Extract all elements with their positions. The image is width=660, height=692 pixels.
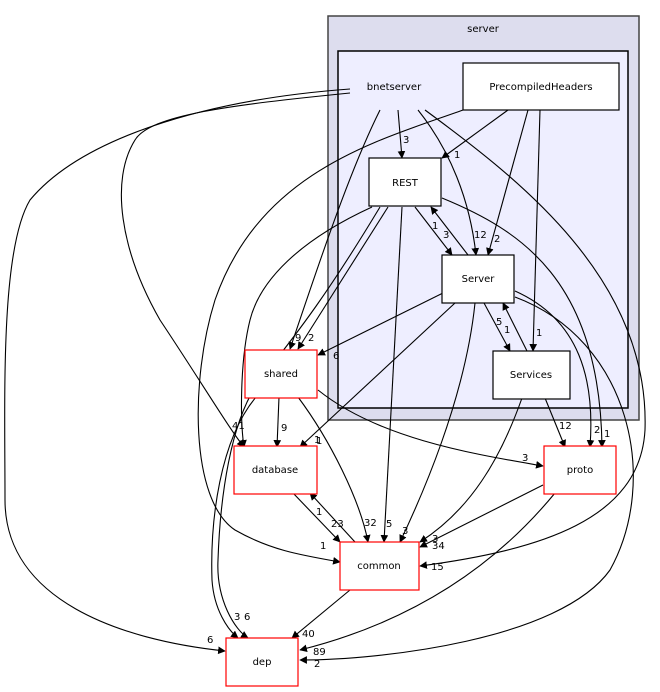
edge-bnetserver-common <box>419 109 646 569</box>
edge-server-shared <box>317 292 444 356</box>
edge-server-dep <box>299 296 634 664</box>
edge-rest-shared <box>297 206 389 350</box>
cluster-server-label: server <box>467 24 500 35</box>
edge-server-services <box>483 302 511 352</box>
edge-common-dep <box>291 589 351 639</box>
edge-bnetserver-shared <box>288 109 381 350</box>
edge-label: 12 <box>559 421 572 432</box>
edge-label: 3 <box>522 453 528 464</box>
edge-services-common <box>419 397 523 543</box>
edge-server-proto <box>514 290 595 448</box>
edge-label: 6 <box>333 351 339 362</box>
edge-services-server <box>502 302 528 352</box>
node-label: REST <box>392 178 419 189</box>
edge-label: 6 <box>207 635 213 646</box>
edge-proto-dep <box>299 492 556 653</box>
node-rest[interactable]: REST <box>368 157 442 207</box>
edge-labels: 3 12 9 41 15 6 1 2 1 1 3 1 2 1 5 1 6 1 5… <box>207 135 610 670</box>
edge-label: 2 <box>594 425 600 436</box>
node-label: dep <box>253 657 272 668</box>
edge-rest-dep <box>217 206 381 639</box>
node-label: common <box>357 561 401 572</box>
node-services[interactable]: Services <box>492 350 571 400</box>
node-server[interactable]: Server <box>441 254 515 304</box>
edge-label: 41 <box>232 421 245 432</box>
node-label: Server <box>462 274 496 285</box>
node-label: PrecompiledHeaders <box>489 82 592 93</box>
edge-label: 1 <box>536 328 542 339</box>
edge-services-proto <box>544 397 566 448</box>
edge-label: 1 <box>504 325 510 336</box>
edge-label: 15 <box>431 562 444 573</box>
edge-rest-proto <box>441 197 606 448</box>
edge-server-common <box>399 302 476 543</box>
edge-label: 3 <box>443 230 449 241</box>
node-precompiledheaders[interactable]: PrecompiledHeaders <box>462 62 620 111</box>
edge-shared-common <box>297 396 371 543</box>
edges <box>4 88 646 664</box>
edge-server-rest <box>430 206 469 256</box>
edge-rest-server <box>414 206 453 256</box>
node-common[interactable]: common <box>339 541 420 591</box>
edge-label: 1 <box>316 507 322 518</box>
edge-label: 89 <box>313 647 326 658</box>
node-shared[interactable]: shared <box>244 349 318 399</box>
node-label: Services <box>510 370 552 381</box>
edge-shared-proto <box>317 389 544 469</box>
edge-bnetserver-server <box>417 109 480 256</box>
edge-label: 2 <box>494 234 500 245</box>
edge-precompiled-services <box>529 109 541 352</box>
edge-label: 2 <box>308 333 314 344</box>
edge-label: 12 <box>474 230 487 241</box>
edge-label: 1 <box>316 436 322 447</box>
edge-database-common <box>292 492 341 543</box>
edge-label: 3 <box>403 135 409 146</box>
node-database[interactable]: database <box>233 445 318 495</box>
edge-label: 1 <box>432 221 438 232</box>
edge-label: 34 <box>432 541 445 552</box>
node-proto[interactable]: proto <box>543 445 617 495</box>
edge-bnetserver-database <box>120 92 351 448</box>
edge-proto-common <box>419 484 544 548</box>
edge-precompiled-common <box>197 109 464 565</box>
edge-bnetserver-dep <box>4 88 351 655</box>
cluster-bnetserver-label: bnetserver <box>367 82 422 93</box>
edge-label: 1 <box>454 150 460 161</box>
edge-shared-dep <box>211 396 257 639</box>
edge-label: 32 <box>364 518 377 529</box>
edge-precompiled-rest <box>441 109 509 159</box>
edge-common-database <box>309 492 356 543</box>
edge-bnetserver-rest <box>397 109 406 159</box>
edge-label: 1 <box>320 541 326 552</box>
edge-label: 1 <box>314 435 320 446</box>
edge-label: 3 <box>402 526 408 537</box>
edge-label: 1 <box>604 429 610 440</box>
node-label: proto <box>567 465 593 476</box>
edge-label: 5 <box>496 317 502 328</box>
edge-label: 3 <box>234 612 240 623</box>
edge-label: 23 <box>331 519 344 530</box>
edge-label: 9 <box>281 423 287 434</box>
node-label: database <box>252 465 298 476</box>
edge-label: 6 <box>244 612 250 623</box>
edge-rest-database <box>239 206 373 448</box>
node-dep[interactable]: dep <box>225 637 299 687</box>
edge-server-database <box>299 302 456 448</box>
edge-label: 40 <box>302 629 315 640</box>
edge-label: 5 <box>386 519 392 530</box>
edge-shared-database <box>273 396 282 448</box>
edge-label: 9 <box>295 333 301 344</box>
node-label: shared <box>264 369 298 380</box>
edge-label: 3 <box>432 534 438 545</box>
edge-rest-common <box>380 206 403 543</box>
edge-precompiled-server <box>486 109 529 256</box>
edge-label: 2 <box>314 659 320 670</box>
